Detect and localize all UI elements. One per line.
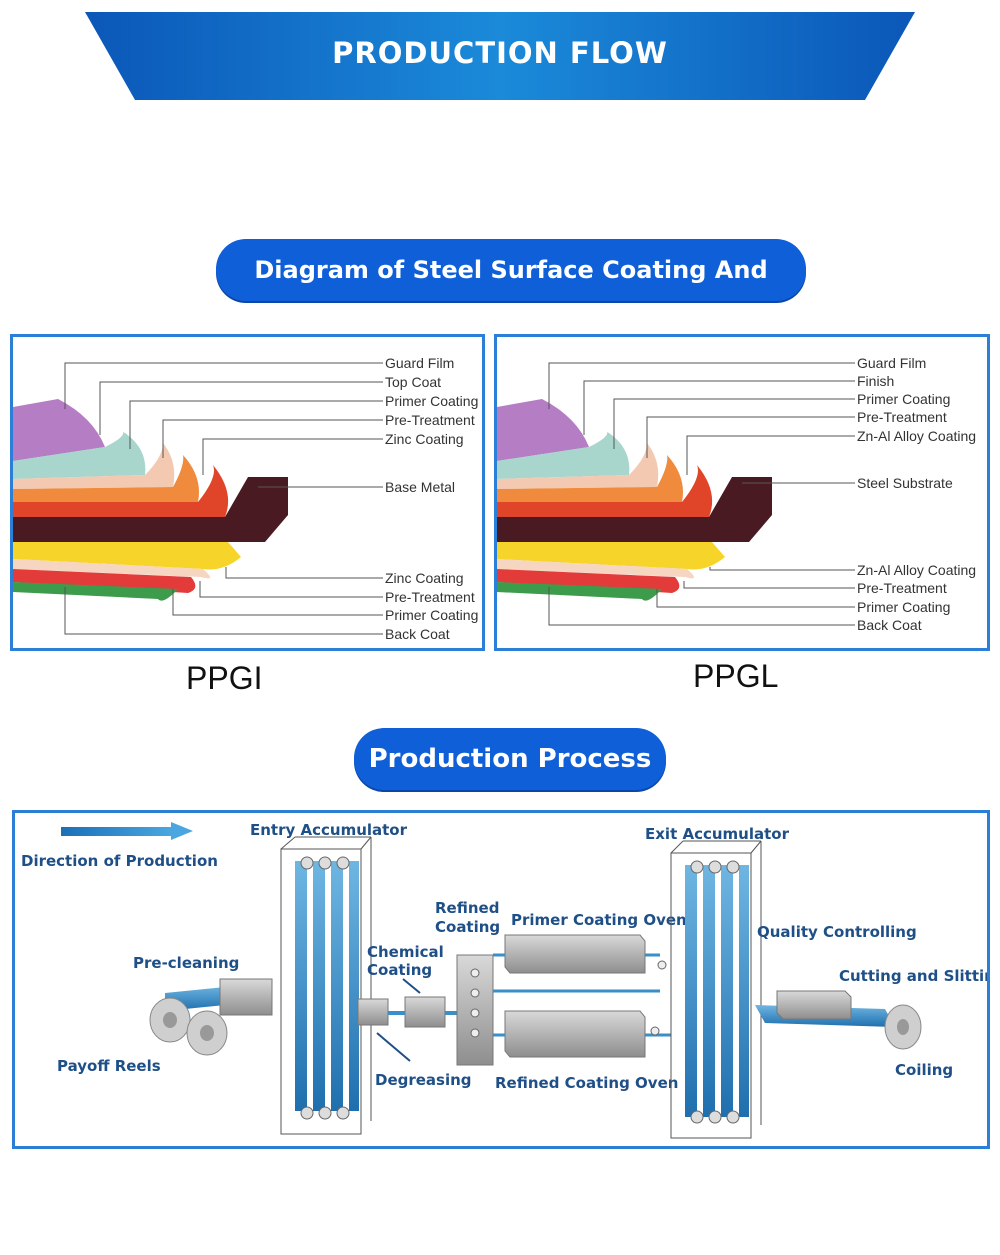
layer-zinc [13,465,229,517]
primer-oven-label: Primer Coating Oven [511,911,687,929]
ppgi-diagram: Guard Film Top Coat Primer Coating Pre-T… [10,334,485,651]
ppgl-layer-substrate [497,477,772,542]
ppgl-diagram: Guard Film Finish Primer Coating Pre-Tre… [494,334,990,651]
banner-title: PRODUCTION FLOW [332,36,668,70]
ppgl-label-4: Pre-Treatment [857,409,947,425]
ppgi-label-4: Pre-Treatment [385,412,475,428]
pre-cleaning-unit [219,978,273,1016]
ppgl-layer-znal-bottom [497,542,725,570]
ppgi-label-5: Zinc Coating [385,431,464,447]
ppgl-layer-back-coat [497,582,662,601]
cutting-label: Cutting and Slitting [839,967,987,985]
layer-top-coat [13,432,146,479]
ppgl-caption: PPGL [693,658,779,694]
quality-label: Quality Controlling [757,923,917,941]
ppgi-label-b1: Zinc Coating [385,570,464,586]
degreasing-unit [357,998,389,1026]
primer-coating-oven [504,934,646,974]
section-title-process: Production Process [354,728,666,790]
layer-primer-bottom [13,569,196,593]
ppgl-layer-pretreat-bottom [497,559,695,579]
ppgi-label-2: Top Coat [385,374,441,390]
exit-accumulator [670,840,762,1139]
refined-coating-oven [504,1010,646,1058]
layer-primer [13,443,175,489]
layer-pretreatment [13,455,199,502]
ppgl-label-substrate: Steel Substrate [857,475,953,491]
layer-back-coat [13,582,178,601]
ppgl-label-1: Guard Film [857,355,926,371]
ppgi-label-base: Base Metal [385,479,455,495]
direction-label: Direction of Production [21,852,218,870]
ppgi-label-b3: Primer Coating [385,607,478,623]
ppgi-label-3: Primer Coating [385,393,478,409]
ppgl-label-b1: Zn-Al Alloy Coating [857,562,976,578]
cutting-unit [776,990,852,1020]
exit-accumulator-label: Exit Accumulator [645,825,790,843]
ppgl-layer-znal [497,465,713,517]
degreasing-label: Degreasing [375,1071,472,1089]
ppgl-layer-primer-bottom [497,569,680,593]
ppgi-caption: PPGI [186,660,263,696]
refined-coating-label-2: Coating [435,918,500,936]
direction-arrow-icon [61,822,193,840]
layer-base-metal [13,477,288,542]
layer-zinc-bottom [13,542,241,570]
chemical-coating-label-1: Chemical [367,943,444,961]
ppgl-label-b2: Pre-Treatment [857,580,947,596]
ppgi-label-b2: Pre-Treatment [385,589,475,605]
layer-pretreat-bottom [13,559,211,579]
ppgi-label-1: Guard Film [385,355,454,371]
chemical-coating-unit [404,996,446,1028]
entry-accumulator-label: Entry Accumulator [250,821,408,839]
section-title-coating: Diagram of Steel Surface Coating And Lay… [216,239,806,346]
ppgl-label-b3: Primer Coating [857,599,950,615]
payoff-reels-label: Payoff Reels [57,1057,161,1075]
ppgl-layer-guard-film [497,399,589,461]
production-process-diagram: Direction of Production Pre-cleaning Pay… [12,810,990,1149]
entry-accumulator [280,836,372,1135]
layer-guard-film [13,399,105,461]
refined-coating-label-1: Refined [435,899,499,917]
ppgl-label-5: Zn-Al Alloy Coating [857,428,976,444]
ppgl-label-3: Primer Coating [857,391,950,407]
banner-shape [85,12,915,100]
coiling-label: Coiling [895,1061,953,1079]
ppgl-label-2: Finish [857,373,894,389]
ppgi-label-b4: Back Coat [385,626,450,642]
ppgl-layer-primer [497,443,659,489]
ppgl-layer-finish [497,432,630,479]
ppgl-label-b4: Back Coat [857,617,922,633]
chemical-coating-label-2: Coating [367,961,432,979]
pre-cleaning-label: Pre-cleaning [133,954,239,972]
refined-oven-label: Refined Coating Oven [495,1074,678,1092]
ppgl-layer-pretreatment [497,455,683,502]
